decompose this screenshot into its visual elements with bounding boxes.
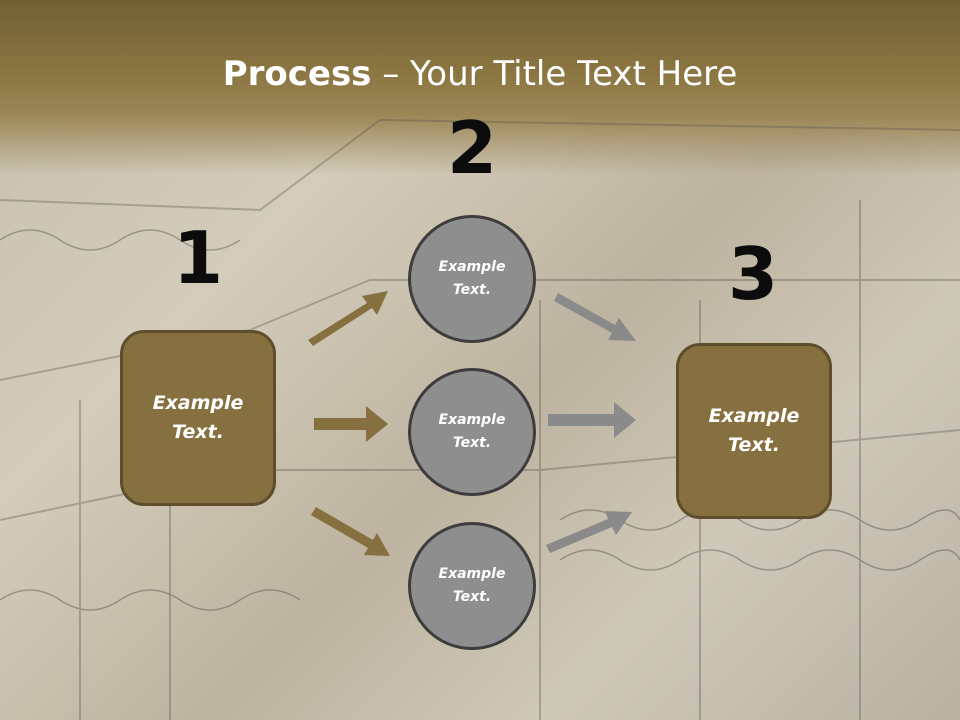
circle-middle-text: Example Text. [439, 409, 506, 455]
step-3-text: Example Text. [709, 402, 800, 460]
circle-middle-line1: Example [438, 412, 506, 428]
step-3-box: Example Text. [676, 343, 832, 519]
step-number-2: 2 [446, 106, 498, 190]
circle-bottom-line2: Text. [452, 589, 492, 605]
step-3-line1: Example [708, 405, 800, 427]
step-2-circle-top: Example Text. [408, 215, 536, 343]
step-number-1: 1 [172, 216, 224, 300]
circle-top-line1: Example [438, 259, 506, 275]
circle-top-line2: Text. [452, 282, 492, 298]
circle-bottom-text: Example Text. [439, 563, 506, 609]
title-bold: Process [222, 54, 372, 94]
step-3-line2: Text. [728, 434, 780, 456]
circle-top-text: Example Text. [439, 256, 506, 302]
arrow-1-to-circle-bottom [311, 507, 390, 556]
circle-middle-line2: Text. [452, 435, 492, 451]
step-1-line1: Example [152, 392, 244, 414]
arrow-circle-top-to-3 [554, 293, 636, 341]
step-2-circle-middle: Example Text. [408, 368, 536, 496]
page-title: Process – Your Title Text Here [0, 52, 960, 96]
arrow-1-to-circle-middle [314, 406, 388, 442]
arrow-circle-middle-to-3 [548, 402, 636, 438]
step-1-text: Example Text. [153, 389, 244, 447]
title-rest: – Your Title Text Here [371, 54, 738, 94]
step-2-circle-bottom: Example Text. [408, 522, 536, 650]
circle-bottom-line1: Example [438, 566, 506, 582]
step-number-3: 3 [727, 232, 779, 316]
arrow-1-to-circle-top [308, 291, 388, 346]
step-1-box: Example Text. [120, 330, 276, 506]
arrow-circle-bottom-to-3 [546, 511, 632, 553]
step-1-line2: Text. [172, 421, 224, 443]
